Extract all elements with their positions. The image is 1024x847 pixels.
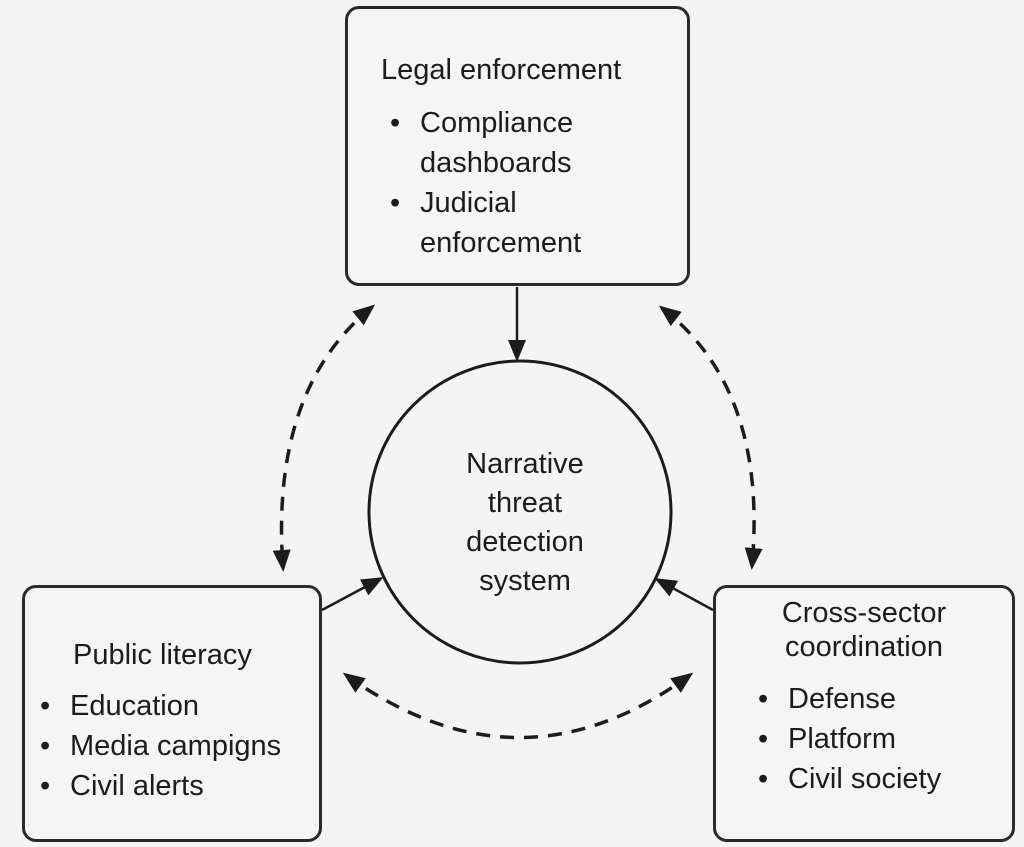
list-item: • Media campigns: [40, 726, 282, 766]
list-item-text: Judicial: [420, 187, 517, 219]
list-item: • Civil society: [758, 759, 942, 799]
list-item-text: Media campigns: [70, 730, 282, 762]
bullet-icon: •: [40, 770, 51, 802]
bullet-icon: •: [758, 683, 769, 715]
public-literacy-box: Public literacy • Education • Media camp…: [22, 585, 322, 842]
list-item-text: dashboards: [420, 147, 572, 179]
cross-sector-coordination-list: • Defense • Platform • Civil society: [758, 679, 942, 799]
legal-enforcement-list: • Compliance dashboards • Judicial enfor…: [390, 103, 582, 263]
arrow-public-to-center: [321, 577, 384, 612]
list-item: • Education: [40, 686, 281, 726]
list-item-text: Compliance: [420, 107, 574, 139]
cross-sector-coordination-title: Cross-sector coordination: [716, 596, 1012, 664]
bullet-icon: •: [390, 187, 401, 219]
list-item-text: Defense: [788, 683, 897, 715]
list-item-text: Education: [70, 690, 199, 722]
legal-enforcement-box: Legal enforcement • Compliance dashboard…: [345, 6, 690, 286]
list-item: • Judicial enforcement: [390, 183, 582, 263]
dashed-arrow-legal-cross: [658, 305, 763, 570]
title-line: coordination: [785, 631, 943, 663]
bullet-icon: •: [758, 763, 769, 795]
list-item: • Civil alerts: [40, 766, 281, 806]
bullet-icon: •: [758, 723, 769, 755]
public-literacy-list: • Education • Media campigns • Civil ale…: [40, 686, 282, 806]
bullet-icon: •: [40, 730, 51, 762]
public-literacy-title: Public literacy: [73, 639, 252, 671]
title-line: Cross-sector: [781, 597, 947, 629]
list-item-text: Civil alerts: [70, 770, 204, 802]
list-item: • Compliance dashboards: [390, 103, 581, 183]
cross-sector-coordination-box: Cross-sector coordination • Defense • Pl…: [713, 585, 1015, 842]
list-item: • Platform: [758, 719, 941, 759]
legal-enforcement-title: Legal enforcement: [381, 54, 622, 86]
bullet-icon: •: [390, 107, 401, 139]
center-node-label: Narrative threat detection system: [425, 445, 625, 601]
center-label-line: detection: [466, 526, 584, 558]
bullet-icon: •: [40, 690, 51, 722]
list-item: • Defense: [758, 679, 941, 719]
list-item-text: Platform: [788, 723, 896, 755]
center-label-line: system: [479, 565, 571, 597]
dashed-arrow-legal-public: [272, 304, 376, 572]
list-item-text: Civil society: [788, 763, 942, 795]
center-label-line: threat: [487, 487, 563, 519]
center-label-line: Narrative: [466, 448, 584, 480]
list-item-text: enforcement: [420, 227, 582, 259]
dashed-arrow-public-cross: [342, 672, 694, 740]
arrow-cross-to-center: [654, 578, 714, 612]
